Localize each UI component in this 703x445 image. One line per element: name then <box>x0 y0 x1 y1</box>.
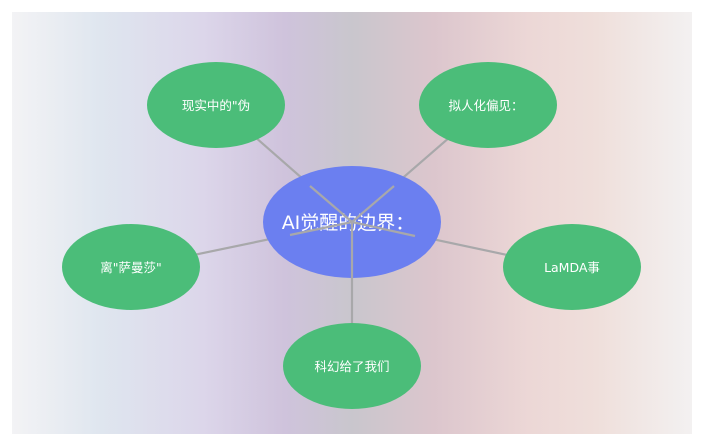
node-top-left[interactable]: 现实中的"伪 <box>147 62 285 148</box>
node-left-label: 离"萨曼莎" <box>100 260 162 275</box>
overlay-right <box>351 220 416 238</box>
node-right[interactable]: LaMDA事 <box>503 224 641 310</box>
node-top-right-label: 拟人化偏见： <box>448 98 523 113</box>
node-bottom[interactable]: 科幻给了我们 <box>283 323 421 409</box>
node-right-shape <box>503 224 641 310</box>
node-bottom-shape <box>283 323 421 409</box>
overlay-top-left <box>309 185 353 223</box>
node-bottom-label: 科幻给了我们 <box>314 359 389 374</box>
node-top-left-label: 现实中的"伪 <box>182 98 250 113</box>
connector-overlays <box>289 185 416 278</box>
overlay-top-right <box>351 185 395 223</box>
node-top-left-shape <box>147 62 285 148</box>
node-top-right-shape <box>419 62 557 148</box>
node-left[interactable]: 离"萨曼莎" <box>62 224 200 310</box>
node-right-label: LaMDA事 <box>544 260 600 275</box>
overlay-left <box>289 220 353 237</box>
node-top-right[interactable]: 拟人化偏见： <box>419 62 557 148</box>
node-left-shape <box>62 224 200 310</box>
